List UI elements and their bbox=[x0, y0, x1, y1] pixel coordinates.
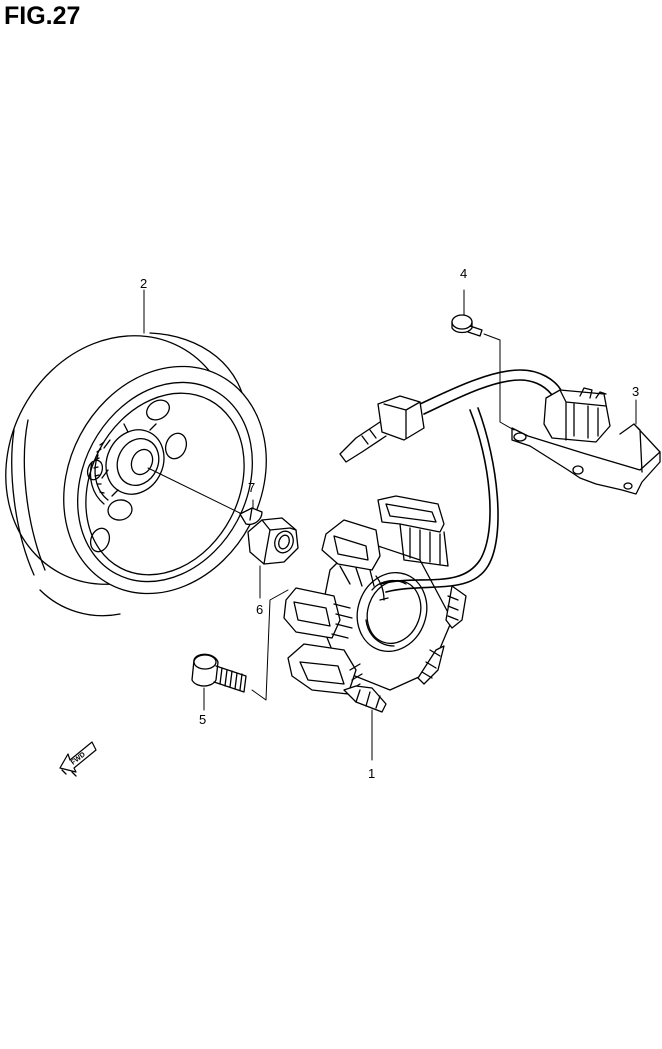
callout-5: 5 bbox=[199, 712, 206, 727]
callout-3: 3 bbox=[632, 384, 639, 399]
screw-icon bbox=[451, 289, 515, 431]
callout-4: 4 bbox=[460, 266, 467, 281]
callout-7: 7 bbox=[248, 480, 255, 495]
callout-2: 2 bbox=[140, 276, 147, 291]
nut-icon bbox=[247, 517, 299, 599]
stator-icon bbox=[283, 407, 499, 761]
bracket-icon bbox=[511, 399, 661, 495]
fwd-arrow-icon bbox=[59, 741, 97, 777]
callout-6: 6 bbox=[256, 602, 263, 617]
wiring-harness bbox=[339, 369, 611, 463]
figure-title: FIG.27 bbox=[4, 2, 81, 30]
callout-1: 1 bbox=[368, 766, 375, 781]
rotor-icon bbox=[5, 289, 267, 617]
key-icon bbox=[239, 499, 263, 526]
bolt-icon bbox=[191, 589, 289, 711]
